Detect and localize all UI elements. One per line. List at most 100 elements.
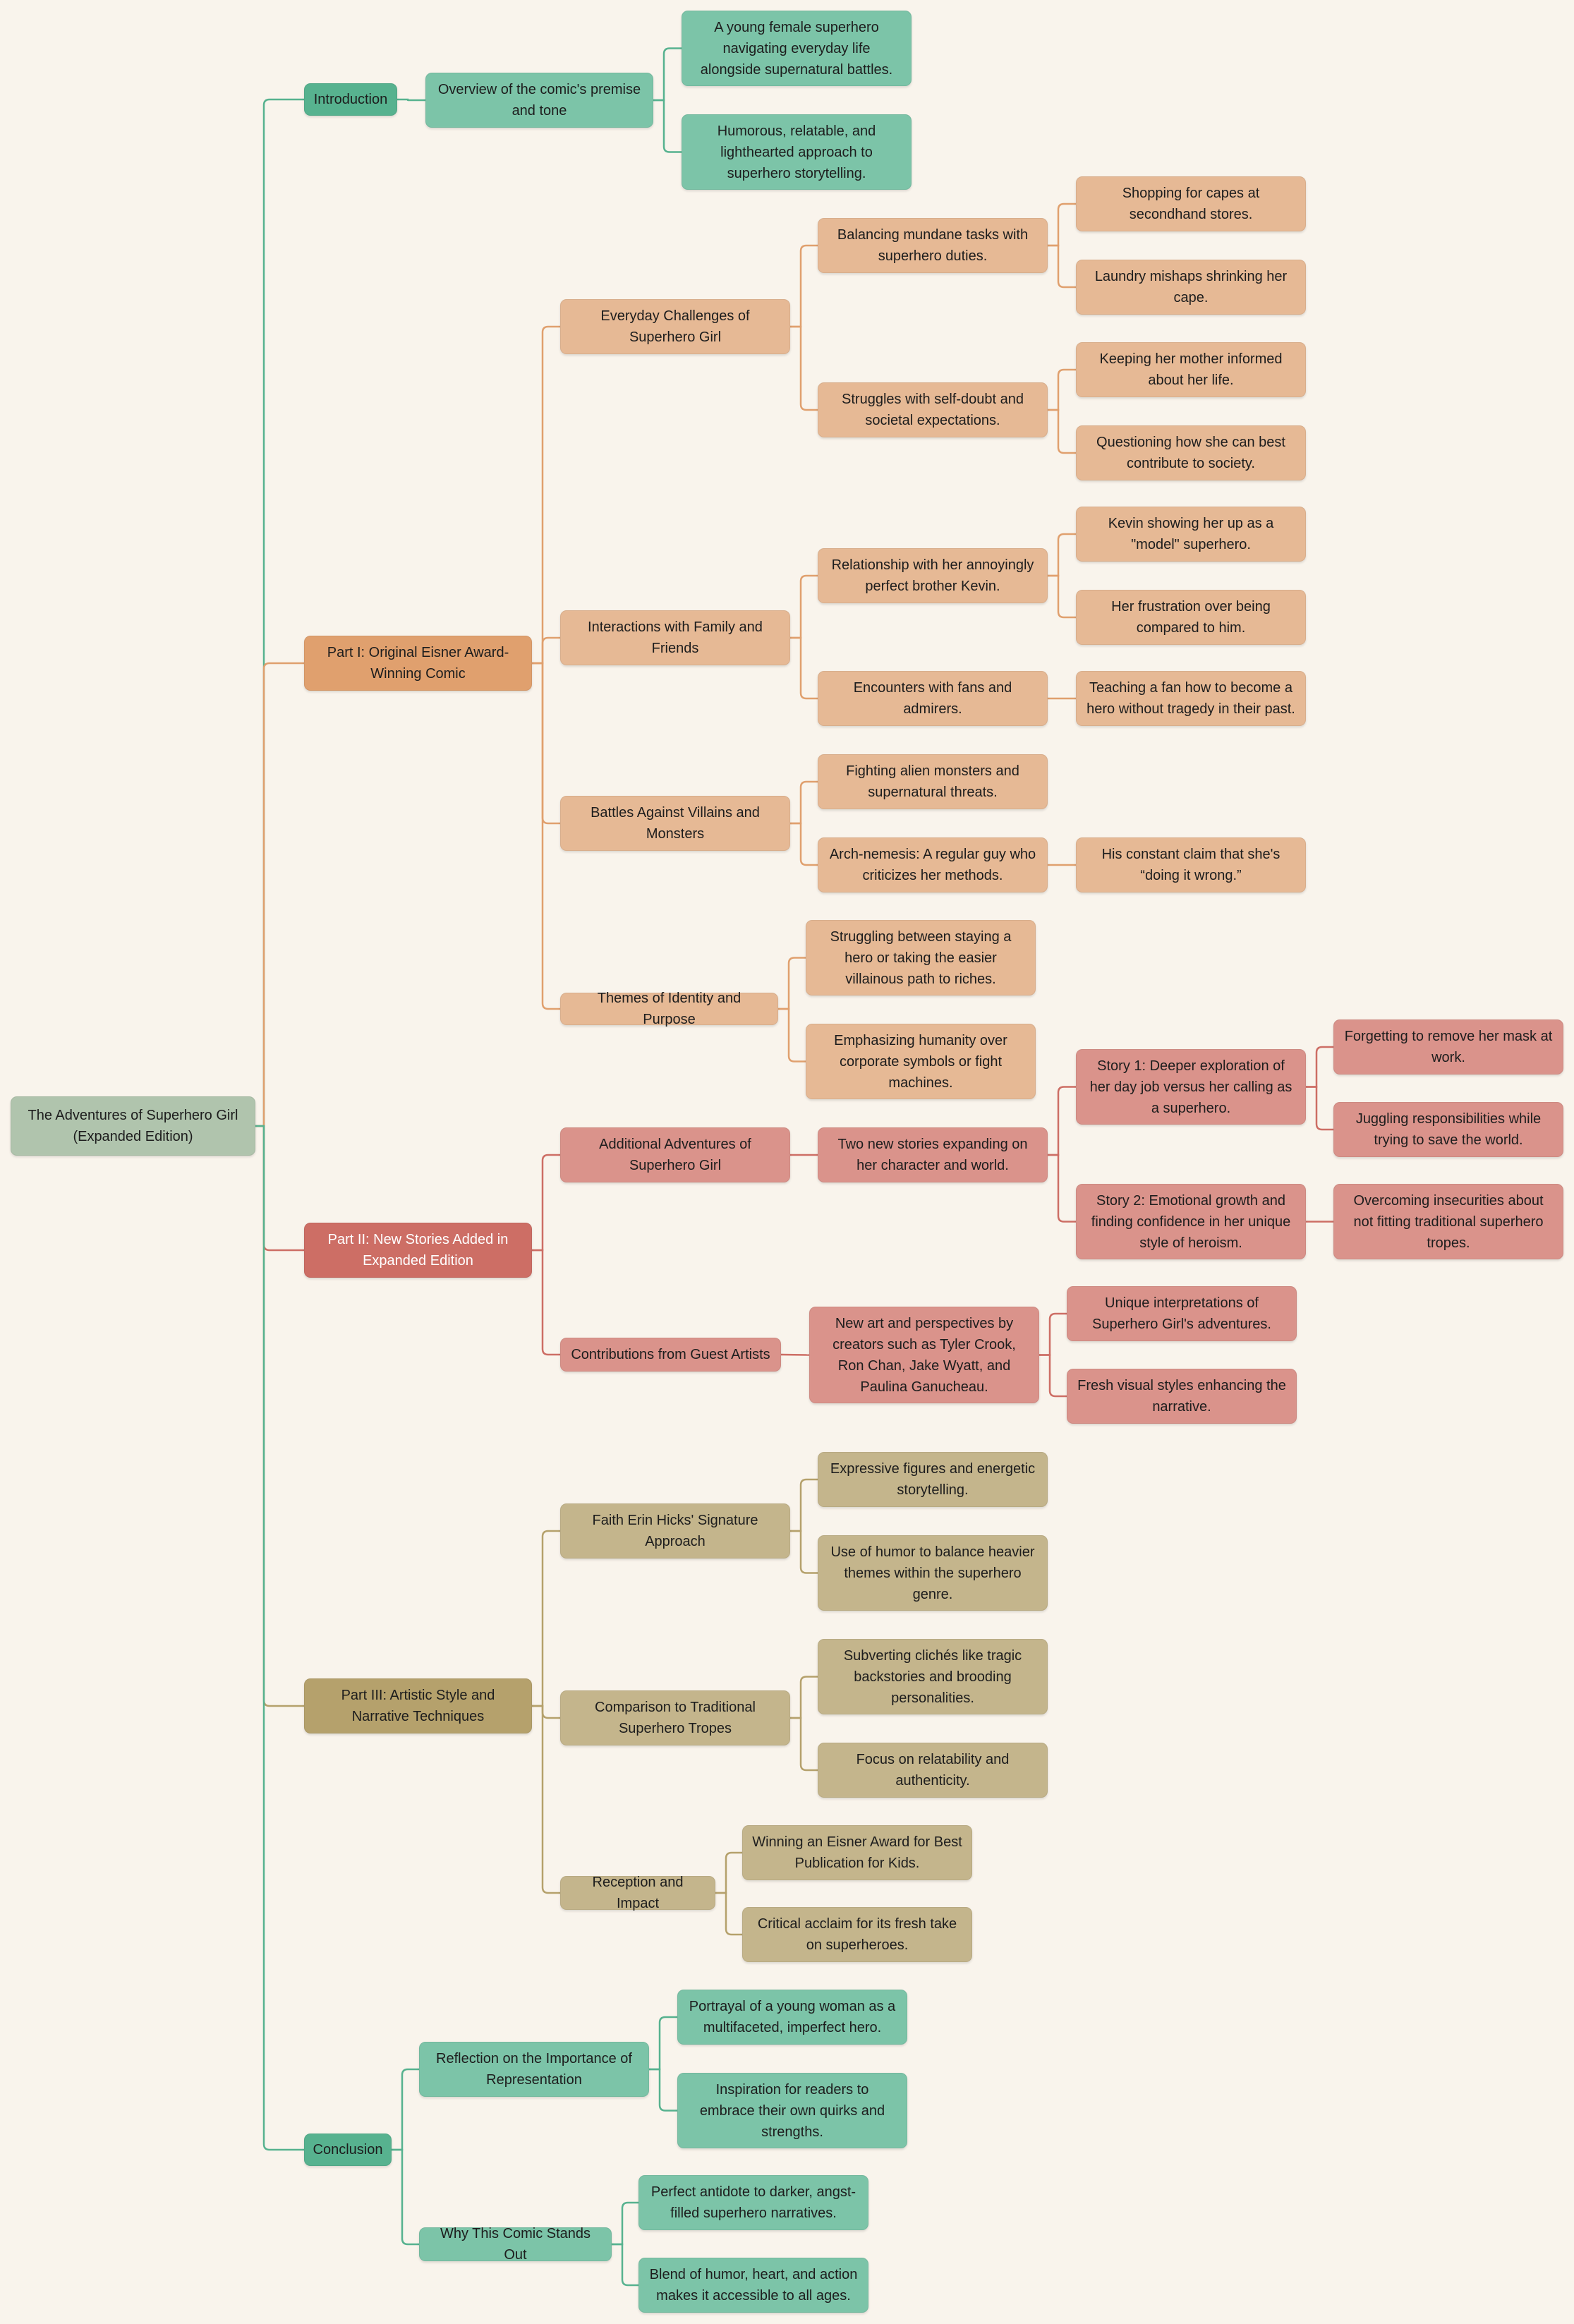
node-why-this-comic-stands-out[interactable]: Why This Comic Stands Out (419, 2226, 612, 2263)
connector-line (790, 636, 818, 700)
node-story-2-emotional-growth-and-finding-con[interactable]: Story 2: Emotional growth and finding co… (1076, 1184, 1306, 1259)
node-conclusion[interactable]: Conclusion (304, 2134, 392, 2166)
node-laundry-mishaps-shrinking-her-cape[interactable]: Laundry mishaps shrinking her cape. (1076, 260, 1306, 315)
node-struggles-with-self-doubt-and-societal-e[interactable]: Struggles with self-doubt and societal e… (818, 382, 1048, 437)
connector-line (1048, 202, 1076, 247)
node-emphasizing-humanity-over-corporate-symb[interactable]: Emphasizing humanity over corporate symb… (806, 1024, 1036, 1099)
node-forgetting-to-remove-her-mask-at-work[interactable]: Forgetting to remove her mask at work. (1333, 1019, 1563, 1075)
node-inspiration-for-readers-to-embrace-their[interactable]: Inspiration for readers to embrace their… (677, 2073, 907, 2148)
node-subverting-clich-s-like-tragic-backstori[interactable]: Subverting clichés like tragic backstori… (818, 1639, 1048, 1714)
node-label: Battles Against Villains and Monsters (591, 805, 760, 842)
node-use-of-humor-to-balance-heavier-themes-w[interactable]: Use of humor to balance heavier themes w… (818, 1535, 1048, 1611)
connector-line (790, 325, 818, 411)
node-contributions-from-guest-artists[interactable]: Contributions from Guest Artists (560, 1338, 781, 1372)
node-keeping-her-mother-informed-about-her-li[interactable]: Keeping her mother informed about her li… (1076, 342, 1306, 397)
node-encounters-with-fans-and-admirers[interactable]: Encounters with fans and admirers. (818, 671, 1048, 726)
node-overview-of-the-comic-s-premise-and-tone[interactable]: Overview of the comic's premise and tone (425, 73, 653, 128)
connector-line (397, 98, 425, 102)
connector-line (790, 244, 818, 328)
node-fresh-visual-styles-enhancing-the-narrat[interactable]: Fresh visual styles enhancing the narrat… (1067, 1369, 1297, 1424)
node-introduction[interactable]: Introduction (304, 83, 397, 116)
node-part-ii-new-stories-added-in-expanded-ed[interactable]: Part II: New Stories Added in Expanded E… (304, 1223, 532, 1278)
node-reflection-on-the-importance-of-represen[interactable]: Reflection on the Importance of Represen… (419, 2042, 649, 2097)
node-label: Overcoming insecurities about not fittin… (1353, 1192, 1544, 1251)
node-two-new-stories-expanding-on-her-charact[interactable]: Two new stories expanding on her charact… (818, 1127, 1048, 1182)
connector-line (255, 1125, 304, 2151)
node-struggling-between-staying-a-hero-or-tak[interactable]: Struggling between staying a hero or tak… (806, 920, 1036, 995)
root-node[interactable]: The Adventures of Superhero Girl (Expand… (11, 1096, 255, 1156)
node-fighting-alien-monsters-and-supernatural[interactable]: Fighting alien monsters and supernatural… (818, 754, 1048, 809)
connector-line (1048, 368, 1076, 411)
node-label: Unique interpretations of Superhero Girl… (1092, 1295, 1271, 1332)
node-additional-adventures-of-superhero-girl[interactable]: Additional Adventures of Superhero Girl (560, 1127, 790, 1182)
node-label: Part II: New Stories Added in Expanded E… (327, 1232, 509, 1269)
node-humorous-relatable-and-lighthearted-appr[interactable]: Humorous, relatable, and lighthearted ap… (682, 114, 912, 190)
node-his-constant-claim-that-she-s-doing-it-w[interactable]: His constant claim that she's “doing it … (1076, 837, 1306, 892)
node-portrayal-of-a-young-woman-as-a-multifac[interactable]: Portrayal of a young woman as a multifac… (677, 1990, 907, 2045)
connector-line (532, 1705, 560, 1719)
node-label: Expressive figures and energetic storyte… (830, 1461, 1036, 1498)
node-focus-on-relatability-and-authenticity[interactable]: Focus on relatability and authenticity. (818, 1743, 1048, 1798)
node-story-1-deeper-exploration-of-her-day-jo[interactable]: Story 1: Deeper exploration of her day j… (1076, 1049, 1306, 1125)
node-label: Winning an Eisner Award for Best Publica… (752, 1834, 962, 1871)
connector-line (1306, 1046, 1333, 1088)
node-unique-interpretations-of-superhero-girl[interactable]: Unique interpretations of Superhero Girl… (1067, 1286, 1297, 1341)
node-label: Struggles with self-doubt and societal e… (842, 392, 1024, 428)
connector-line (1048, 244, 1076, 289)
node-themes-of-identity-and-purpose[interactable]: Themes of Identity and Purpose (560, 991, 778, 1027)
connector-line (255, 662, 304, 1127)
node-teaching-a-fan-how-to-become-a-hero-with[interactable]: Teaching a fan how to become a hero with… (1076, 671, 1306, 726)
node-label: Focus on relatability and authenticity. (856, 1752, 1010, 1789)
node-label: Everyday Challenges of Superhero Girl (600, 308, 750, 345)
node-label: Reception and Impact (592, 1875, 684, 1911)
connector-line (532, 662, 560, 825)
node-label: Comparison to Traditional Superhero Trop… (595, 1700, 756, 1736)
node-label: The Adventures of Superhero Girl (Expand… (28, 1108, 238, 1144)
node-kevin-showing-her-up-as-a-model-superher[interactable]: Kevin showing her up as a "model" superh… (1076, 507, 1306, 562)
connector-line (1048, 408, 1076, 454)
node-interactions-with-family-and-friends[interactable]: Interactions with Family and Friends (560, 610, 790, 665)
node-her-frustration-over-being-compared-to-h[interactable]: Her frustration over being compared to h… (1076, 590, 1306, 645)
node-label: Introduction (313, 92, 388, 107)
node-shopping-for-capes-at-secondhand-stores[interactable]: Shopping for capes at secondhand stores. (1076, 176, 1306, 231)
node-overcoming-insecurities-about-not-fittin[interactable]: Overcoming insecurities about not fittin… (1333, 1184, 1563, 1259)
node-label: Juggling responsibilities while trying t… (1355, 1111, 1542, 1148)
node-label: Inspiration for readers to embrace their… (699, 2081, 885, 2140)
node-part-iii-artistic-style-and-narrative-te[interactable]: Part III: Artistic Style and Narrative T… (304, 1678, 532, 1733)
node-blend-of-humor-heart-and-action-makes-it[interactable]: Blend of humor, heart, and action makes … (638, 2258, 868, 2313)
node-critical-acclaim-for-its-fresh-take-on-s[interactable]: Critical acclaim for its fresh take on s… (742, 1907, 972, 1962)
node-questioning-how-she-can-best-contribute-[interactable]: Questioning how she can best contribute … (1076, 425, 1306, 480)
node-label: Kevin showing her up as a "model" superh… (1108, 516, 1274, 552)
node-balancing-mundane-tasks-with-superhero-d[interactable]: Balancing mundane tasks with superhero d… (818, 218, 1048, 273)
node-label: Critical acclaim for its fresh take on s… (757, 1916, 957, 1953)
node-label: Shopping for capes at secondhand stores. (1122, 186, 1260, 222)
node-new-art-and-perspectives-by-creators-suc[interactable]: New art and perspectives by creators suc… (809, 1307, 1039, 1403)
connector-line (532, 662, 560, 1010)
node-part-i-original-eisner-award-winning-com[interactable]: Part I: Original Eisner Award-Winning Co… (304, 636, 532, 691)
node-perfect-antidote-to-darker-angst-filled-[interactable]: Perfect antidote to darker, angst-filled… (638, 2175, 868, 2230)
node-a-young-female-superhero-navigating-ever[interactable]: A young female superhero navigating ever… (682, 11, 912, 86)
node-battles-against-villains-and-monsters[interactable]: Battles Against Villains and Monsters (560, 796, 790, 851)
node-label: His constant claim that she's “doing it … (1101, 847, 1281, 883)
connector-line (653, 99, 682, 153)
node-juggling-responsibilities-while-trying-t[interactable]: Juggling responsibilities while trying t… (1333, 1102, 1563, 1157)
node-arch-nemesis-a-regular-guy-who-criticize[interactable]: Arch-nemesis: A regular guy who criticiz… (818, 837, 1048, 892)
connector-line (790, 822, 818, 866)
connector-line (1039, 1354, 1067, 1398)
node-label: Story 1: Deeper exploration of her day j… (1089, 1058, 1293, 1116)
connector-line (790, 1530, 818, 1574)
connector-line (392, 2068, 419, 2151)
connector-line (790, 1717, 818, 1772)
node-label: Conclusion (313, 2142, 383, 2157)
node-comparison-to-traditional-superhero-trop[interactable]: Comparison to Traditional Superhero Trop… (560, 1690, 790, 1745)
node-winning-an-eisner-award-for-best-publica[interactable]: Winning an Eisner Award for Best Publica… (742, 1825, 972, 1880)
node-everyday-challenges-of-superhero-girl[interactable]: Everyday Challenges of Superhero Girl (560, 299, 790, 354)
connector-line (255, 1125, 304, 1252)
node-label: Themes of Identity and Purpose (597, 991, 741, 1027)
node-expressive-figures-and-energetic-storyte[interactable]: Expressive figures and energetic storyte… (818, 1452, 1048, 1507)
connector-line (532, 1705, 560, 1894)
node-faith-erin-hicks-signature-approach[interactable]: Faith Erin Hicks' Signature Approach (560, 1503, 790, 1559)
node-reception-and-impact[interactable]: Reception and Impact (560, 1875, 715, 1911)
connector-line (790, 1478, 818, 1532)
node-relationship-with-her-annoyingly-perfect[interactable]: Relationship with her annoyingly perfect… (818, 548, 1048, 603)
